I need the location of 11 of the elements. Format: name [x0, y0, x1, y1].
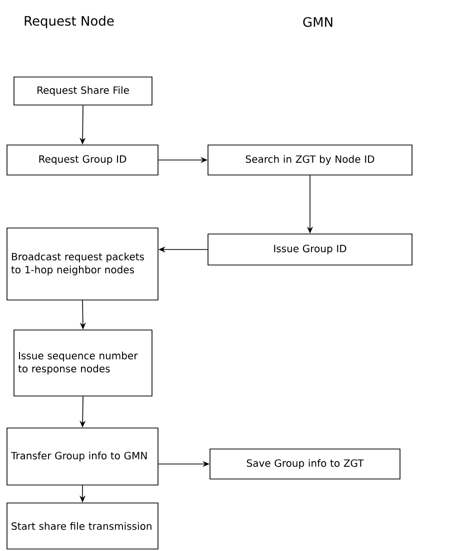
- process-box: Issue sequence number to response nodes: [14, 330, 152, 396]
- process-box: Save Group info to ZGT: [210, 448, 400, 480]
- process-box: Issue Group ID: [208, 234, 412, 266]
- column-heading: GMN: [303, 17, 332, 27]
- process-box: Search in ZGT by Node ID: [208, 144, 412, 176]
- process-box: Broadcast request packets to 1-hop neighbor nodes: [6, 228, 158, 300]
- process-box: Transfer Group info to GMN: [6, 428, 158, 486]
- process-box: Start share file transmission: [6, 502, 158, 550]
- process-box: Request Share File: [14, 76, 152, 106]
- column-heading: Request Node: [24, 16, 114, 28]
- process-box: Request Group ID: [6, 144, 158, 176]
